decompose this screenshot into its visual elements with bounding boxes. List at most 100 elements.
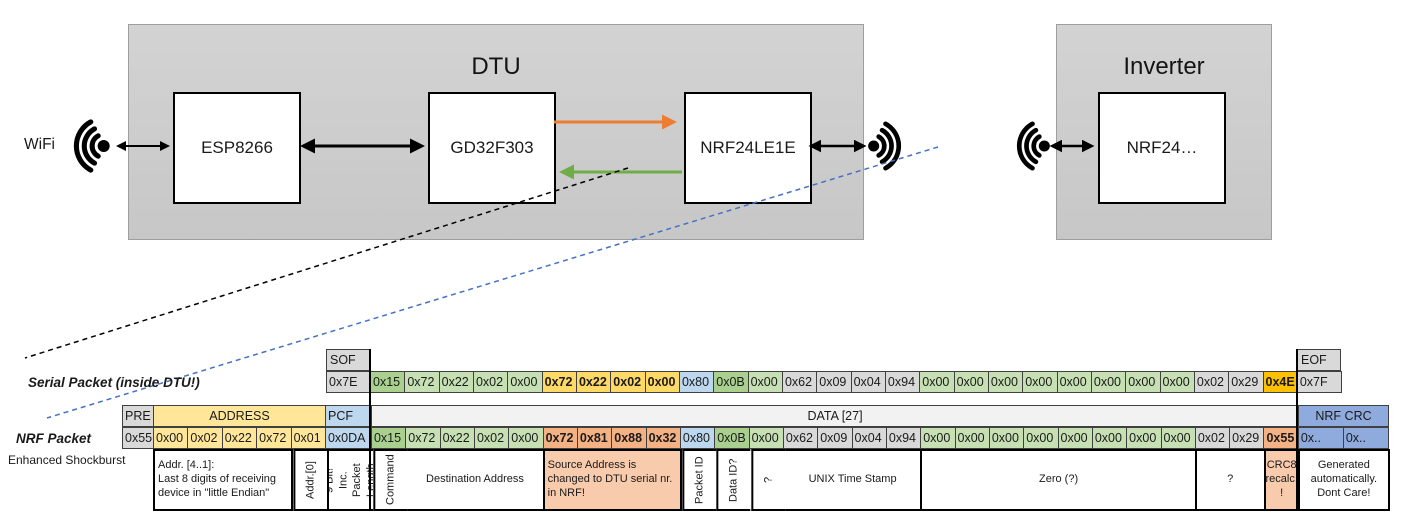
nrf-byte-cell: 0x04 xyxy=(852,427,887,449)
serial-byte-cell: 0x00 xyxy=(1023,371,1058,393)
nrf-byte-cell: 0x29 xyxy=(1230,427,1265,449)
data-end-guide-line xyxy=(1295,349,1298,511)
nrf-byte-cell: 0x94 xyxy=(886,427,922,449)
wifi-label: WiFi xyxy=(24,136,55,153)
nrf-byte-cell: 0x72 xyxy=(543,427,578,449)
serial-byte-cell: 0x7F xyxy=(1297,371,1342,393)
serial-byte-cell: 0x29 xyxy=(1229,371,1264,393)
nrf-byte-cell: 0x0DA xyxy=(325,427,372,449)
nrf-byte-cell: 0x72 xyxy=(406,427,441,449)
serial-byte-cell: 0x00 xyxy=(920,371,955,393)
nrf-packet-label: NRF Packet xyxy=(16,430,92,446)
serial-byte-cell: 0x09 xyxy=(817,371,852,393)
nrf-byte-cell: 0x.. xyxy=(1298,427,1344,449)
serial-byte-cell: 0x00 xyxy=(954,371,989,393)
field-description-cell: 9 Bit! Inc. Packet Length xyxy=(326,449,373,511)
esp8266-label: ESP8266 xyxy=(201,138,273,157)
nrf-byte-cell: 0x00 xyxy=(154,427,189,449)
radio-wave-icon-inverter xyxy=(1016,121,1050,171)
serial-byte-cell: 0x94 xyxy=(885,371,921,393)
nrf-byte-cell: 0x00 xyxy=(509,427,544,449)
nrf-byte-cell: 0x02 xyxy=(1195,427,1231,449)
nrf-byte-cell: 0x22 xyxy=(222,427,258,449)
nrf-byte-cell: 0x00 xyxy=(1127,427,1162,449)
nrf-byte-cell: 0x32 xyxy=(646,427,681,449)
field-description-cell: CRC8 recalc. ! xyxy=(1265,449,1300,511)
nrf-byte-cell: 0x00 xyxy=(1058,427,1093,449)
nrf-header-cell: NRF CRC xyxy=(1299,405,1389,427)
nrf-byte-cell: 0x.. xyxy=(1343,427,1389,449)
nrf-header-cell: DATA [27] xyxy=(372,405,1299,427)
field-description-cell: Addr. [4..1]: Last 8 digits of receiving… xyxy=(155,449,293,511)
nrf-byte-cell: 0x00 xyxy=(989,427,1025,449)
serial-byte-cell: 0x02 xyxy=(1194,371,1230,393)
field-description-cell: Data ID? xyxy=(716,449,751,511)
nrf-byte-cell: 0x62 xyxy=(783,427,819,449)
inverter-nrf24-label: NRF24… xyxy=(1126,138,1198,157)
serial-byte-cell: 0x00 xyxy=(1091,371,1127,393)
field-description-cell: Generated automatically. Dont Care! xyxy=(1299,449,1390,511)
enhanced-shockburst-label: Enhanced Shockburst xyxy=(8,453,126,467)
inverter-title: Inverter xyxy=(1123,53,1205,80)
nrf-byte-cell: 0x09 xyxy=(818,427,853,449)
nrf-byte-cell: 0x80 xyxy=(680,427,716,449)
gd32f303-label: GD32F303 xyxy=(450,138,534,157)
serial-byte-cell: 0x04 xyxy=(851,371,886,393)
serial-byte-cell: 0x00 xyxy=(988,371,1024,393)
field-description-cell: Source Address is changed to DTU serial … xyxy=(544,449,682,511)
field-description-cell: ? xyxy=(1196,449,1266,511)
serial-byte-cell: 0x72 xyxy=(405,371,440,393)
dtu-title: DTU xyxy=(471,53,521,80)
nrf-byte-cell: 0x55 xyxy=(1264,427,1299,449)
nrf-header-cell: ADDRESS xyxy=(154,405,326,427)
wifi-icon xyxy=(73,119,110,173)
sof-header-cell: SOF xyxy=(326,349,370,371)
serial-byte-cell: 0x00 xyxy=(1057,371,1092,393)
nrf-byte-cell: 0x00 xyxy=(749,427,784,449)
nrf-byte-cell: 0x02 xyxy=(188,427,223,449)
serial-byte-cell: 0x4E xyxy=(1263,371,1298,393)
nrf-byte-cell: 0x00 xyxy=(1024,427,1059,449)
nrf24le1e-label: NRF24LE1E xyxy=(700,138,796,157)
serial-byte-cell: 0x62 xyxy=(782,371,818,393)
nrf-byte-cell: 0x15 xyxy=(371,427,407,449)
serial-packet-dashed-line xyxy=(24,167,629,359)
radio-wave-icon-dtu xyxy=(868,121,902,171)
nrf-byte-cell: 0x72 xyxy=(257,427,292,449)
serial-byte-cell: 0x00 xyxy=(508,371,543,393)
serial-packet-label: Serial Packet (inside DTU!) xyxy=(28,374,200,390)
field-description-cell: Destination Address xyxy=(407,449,545,511)
serial-byte-cell: 0x7E xyxy=(327,371,371,393)
field-description-cell: ? xyxy=(750,449,785,511)
nrf-byte-cell: 0x88 xyxy=(612,427,647,449)
serial-byte-cell: 0x00 xyxy=(1160,371,1195,393)
nrf-byte-cell: 0x00 xyxy=(1092,427,1128,449)
nrf-header-cell: PCF xyxy=(326,405,372,427)
field-description-cell: Packet ID xyxy=(681,449,717,511)
serial-byte-cell: 0x15 xyxy=(371,371,406,393)
serial-byte-cell: 0x02 xyxy=(611,371,646,393)
nrf-byte-cell: 0x22 xyxy=(440,427,475,449)
nrf-byte-cell: 0x02 xyxy=(474,427,510,449)
field-description-cell: Addr.[0] xyxy=(292,449,327,511)
inverter-nrf24-box: NRF24… xyxy=(1098,92,1226,204)
serial-byte-cell: 0x00 xyxy=(645,371,680,393)
field-description-cell: Command xyxy=(372,449,408,511)
nrf-byte-cell: 0x81 xyxy=(577,427,613,449)
serial-byte-cell: 0x02 xyxy=(473,371,509,393)
nrf-packet-dashed-line xyxy=(46,146,939,419)
nrf-description-row: Addr. [4..1]: Last 8 digits of receiving… xyxy=(153,449,1390,511)
nrf-header-cell: PRE xyxy=(123,405,154,427)
eof-header-cell: EOF xyxy=(1297,349,1341,371)
serial-byte-cell: 0x22 xyxy=(576,371,612,393)
data-start-guide-line xyxy=(368,349,371,511)
serial-byte-cell: 0x80 xyxy=(679,371,715,393)
serial-byte-cell: 0x72 xyxy=(542,371,577,393)
nrf-byte-cell: 0x00 xyxy=(921,427,956,449)
serial-byte-cell: 0x22 xyxy=(439,371,474,393)
